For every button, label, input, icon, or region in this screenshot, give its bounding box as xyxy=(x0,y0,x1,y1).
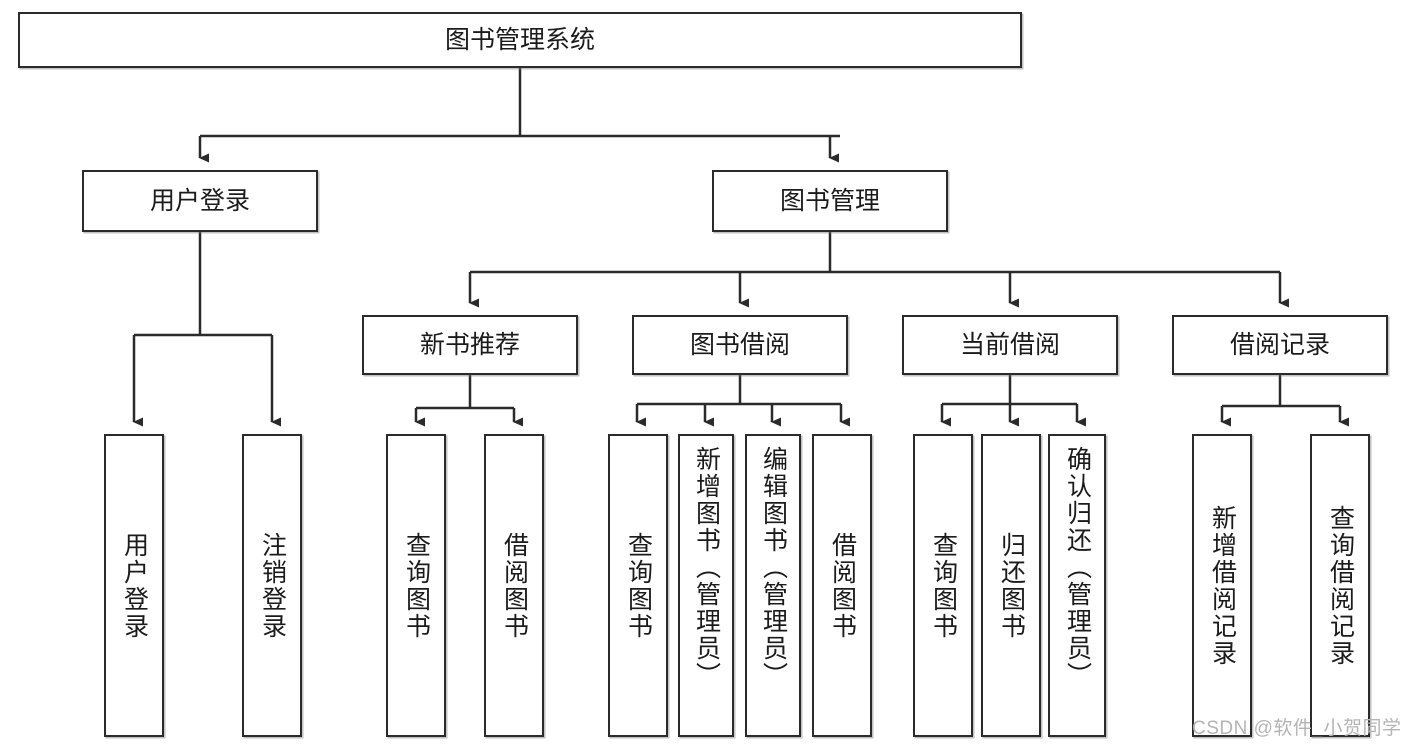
node-new-book-rec[interactable]: 新书推荐 xyxy=(362,315,578,375)
node-leaf-add-book-label: 新增图书（管理员） xyxy=(692,446,721,689)
node-leaf-return-book[interactable]: 归还图书 xyxy=(981,434,1041,737)
node-leaf-user-login-label: 用户登录 xyxy=(120,531,149,640)
node-leaf-add-record-label: 新增借阅记录 xyxy=(1208,504,1237,667)
node-leaf-query-book-c[interactable]: 查询图书 xyxy=(913,434,973,737)
node-leaf-query-book-rec-label: 查询图书 xyxy=(402,531,431,640)
node-leaf-borrow-book-b[interactable]: 借阅图书 xyxy=(812,434,872,737)
node-leaf-query-record[interactable]: 查询借阅记录 xyxy=(1310,434,1370,737)
node-book-borrow-label: 图书借阅 xyxy=(689,330,790,359)
node-leaf-query-record-label: 查询借阅记录 xyxy=(1326,504,1355,667)
node-new-book-rec-label: 新书推荐 xyxy=(419,330,520,359)
node-leaf-edit-book[interactable]: 编辑图书（管理员） xyxy=(745,434,801,737)
node-leaf-logout-label: 注销登录 xyxy=(258,531,287,640)
node-current-borrow-label: 当前借阅 xyxy=(959,330,1060,359)
node-user-login-label: 用户登录 xyxy=(149,186,250,215)
node-leaf-add-book[interactable]: 新增图书（管理员） xyxy=(678,434,734,737)
node-leaf-return-book-label: 归还图书 xyxy=(997,531,1026,640)
node-leaf-borrow-book-rec[interactable]: 借阅图书 xyxy=(484,434,544,737)
node-leaf-confirm-return-label: 确认归还（管理员） xyxy=(1063,446,1092,689)
node-book-borrow[interactable]: 图书借阅 xyxy=(632,315,848,375)
node-leaf-query-book-rec[interactable]: 查询图书 xyxy=(386,434,446,737)
node-current-borrow[interactable]: 当前借阅 xyxy=(902,315,1118,375)
node-leaf-borrow-book-b-label: 借阅图书 xyxy=(828,531,857,640)
node-leaf-add-record[interactable]: 新增借阅记录 xyxy=(1192,434,1252,737)
node-leaf-logout[interactable]: 注销登录 xyxy=(242,434,302,737)
node-borrow-record[interactable]: 借阅记录 xyxy=(1172,315,1388,375)
node-leaf-query-book-b-label: 查询图书 xyxy=(624,531,653,640)
node-root[interactable]: 图书管理系统 xyxy=(18,12,1022,68)
node-book-manage-label: 图书管理 xyxy=(779,186,880,215)
node-leaf-query-book-b[interactable]: 查询图书 xyxy=(608,434,668,737)
node-book-manage[interactable]: 图书管理 xyxy=(712,170,948,232)
node-leaf-user-login[interactable]: 用户登录 xyxy=(104,434,164,737)
watermark: CSDN @软件_小贺同学 xyxy=(1192,718,1402,739)
node-user-login[interactable]: 用户登录 xyxy=(82,170,318,232)
node-root-label: 图书管理系统 xyxy=(444,25,595,54)
node-leaf-query-book-c-label: 查询图书 xyxy=(929,531,958,640)
node-leaf-borrow-book-rec-label: 借阅图书 xyxy=(500,531,529,640)
node-leaf-edit-book-label: 编辑图书（管理员） xyxy=(759,446,788,689)
node-leaf-confirm-return[interactable]: 确认归还（管理员） xyxy=(1048,434,1106,737)
node-borrow-record-label: 借阅记录 xyxy=(1229,330,1330,359)
